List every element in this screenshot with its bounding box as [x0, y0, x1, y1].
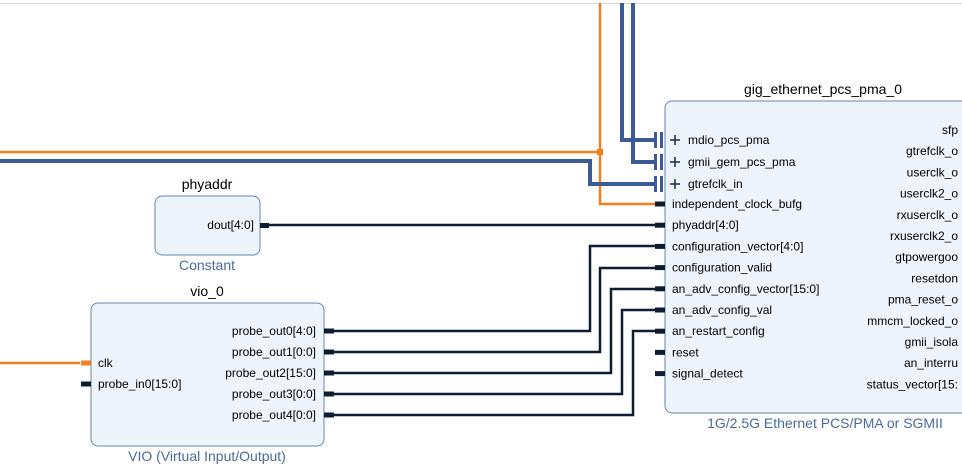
vio-title: vio_0 [190, 283, 224, 299]
gig-out-port-an-interru[interactable]: an_interru [904, 356, 958, 370]
signal-wires [265, 223, 660, 417]
gig-out-port-rxuserclk2-o[interactable]: rxuserclk2_o [890, 229, 958, 243]
gig-port-label-gtrefclk-o: gtrefclk_o [906, 144, 958, 158]
gig-out-port-rxuserclk-o[interactable]: rxuserclk_o [897, 208, 959, 222]
gig-port-label-configuration-valid: configuration_valid [672, 261, 772, 275]
gig-port-label-userclk-o: userclk_o [907, 165, 959, 179]
gig-out-port-sfp[interactable]: sfp [942, 123, 958, 137]
gig-title: gig_ethernet_pcs_pma_0 [744, 81, 902, 97]
gig-out-port-status-vector-15[interactable]: status_vector[15: [867, 377, 958, 391]
vio-port-label-probe-out1-0-0: probe_out1[0:0] [232, 345, 316, 359]
vio-port-label-probe-out0-4-0: probe_out0[4:0] [232, 324, 316, 338]
gig-port-label-rxuserclk-o: rxuserclk_o [897, 208, 959, 222]
vio-port-label-probe-out4-0-0: probe_out4[0:0] [232, 408, 316, 422]
phyaddr-block[interactable]: phyaddr Constant dout[4:0] [154, 176, 269, 273]
bus-gtrefclk-in[interactable] [0, 159, 656, 186]
vio-out-port-probe-out1-0-0[interactable]: probe_out1[0:0] [232, 345, 334, 359]
gig-port-label-reset: reset [672, 345, 699, 359]
gig-out-port-gtrefclk-o[interactable]: gtrefclk_o [906, 144, 958, 158]
bus-mdio-pcs-pma[interactable] [620, 3, 656, 142]
gig-port-label-mdio-pcs-pma: mdio_pcs_pma [688, 133, 770, 147]
bus-gmii-gem-pcs-pma[interactable] [631, 3, 656, 164]
gig-in-port-phyaddr-4-0[interactable]: phyaddr[4:0] [655, 218, 739, 232]
gig-port-label-sfp: sfp [942, 123, 958, 137]
gig-port-label-an-adv-config-val: an_adv_config_val [672, 303, 772, 317]
phyaddr-subtitle: Constant [179, 257, 235, 273]
wire-probe-out2[interactable] [330, 287, 660, 375]
gig-bus-port-gtrefclk-in[interactable]: gtrefclk_in [654, 176, 743, 192]
gig-port-label-gtpowergoo: gtpowergoo [895, 250, 958, 264]
gig-port-label-signal-detect: signal_detect [672, 367, 743, 381]
wire-probe-out4[interactable] [330, 329, 660, 417]
gig-port-label-an-adv-config-vector-15-0: an_adv_config_vector[15:0] [672, 282, 819, 296]
gig-port-label-gmii-gem-pcs-pma: gmii_gem_pcs_pma [688, 155, 796, 169]
gig-in-port-configuration-vector-4-0[interactable]: configuration_vector[4:0] [655, 239, 803, 253]
gig-port-label-pma-reset-o: pma_reset_o [888, 293, 958, 307]
gig-out-port-gtpowergoo[interactable]: gtpowergoo [895, 250, 958, 264]
gig-port-label-userclk2-o: userclk2_o [900, 187, 958, 201]
gig-in-port-an-adv-config-vector-15-0[interactable]: an_adv_config_vector[15:0] [655, 282, 819, 296]
gig-port-label-an-interru: an_interru [904, 356, 958, 370]
vio-out-port-probe-out0-4-0[interactable]: probe_out0[4:0] [232, 324, 334, 338]
gig-port-label-rxuserclk2-o: rxuserclk2_o [890, 229, 958, 243]
gig-subtitle: 1G/2.5G Ethernet PCS/PMA or SGMII [707, 415, 943, 431]
gig-in-port-independent-clock-bufg[interactable]: independent_clock_bufg [655, 197, 802, 211]
gig-bus-port-gmii-gem-pcs-pma[interactable]: gmii_gem_pcs_pma [654, 154, 796, 170]
gig-out-port-gmii-isola[interactable]: gmii_isola [905, 335, 959, 349]
wire-probe-out3[interactable] [330, 308, 660, 396]
gig-out-port-userclk-o[interactable]: userclk_o [907, 165, 959, 179]
vio-port-label-probe-out3-0-0: probe_out3[0:0] [232, 387, 316, 401]
gig-in-port-an-adv-config-val[interactable]: an_adv_config_val [655, 303, 772, 317]
gig-out-port-resetdon[interactable]: resetdon [911, 271, 958, 285]
gig-port-label-configuration-vector-4-0: configuration_vector[4:0] [672, 239, 803, 253]
vio-port-label-probe-in0-15-0: probe_in0[15:0] [98, 377, 181, 391]
bus-wires [0, 3, 656, 186]
vio-out-port-probe-out2-15-0[interactable]: probe_out2[15:0] [225, 366, 334, 380]
gig-port-label-gmii-isola: gmii_isola [905, 335, 959, 349]
gig-port-label-status-vector-15: status_vector[15: [867, 377, 958, 391]
gig-in-port-reset[interactable]: reset [655, 345, 699, 359]
gig-out-port-pma-reset-o[interactable]: pma_reset_o [888, 293, 958, 307]
gig-in-port-an-restart-config[interactable]: an_restart_config [655, 324, 765, 338]
phyaddr-title: phyaddr [182, 176, 233, 192]
vio-out-port-probe-out4-0-0[interactable]: probe_out4[0:0] [232, 408, 334, 422]
phyaddr-port-dout: dout[4:0] [207, 218, 254, 232]
gig-bus-port-mdio-pcs-pma[interactable]: mdio_pcs_pma [654, 132, 770, 148]
gig-port-label-an-restart-config: an_restart_config [672, 324, 765, 338]
wire-probe-out1[interactable] [330, 266, 660, 354]
gig-body[interactable] [664, 100, 962, 414]
vio-block[interactable]: vio_0 VIO (Virtual Input/Output) clk prob… [81, 283, 334, 464]
gig-port-label-mmcm-locked-o: mmcm_locked_o [867, 314, 958, 328]
gig-in-port-configuration-valid[interactable]: configuration_valid [655, 261, 772, 275]
wire-independent-clock[interactable] [598, 3, 660, 206]
phyaddr-port-pin[interactable] [260, 223, 269, 228]
gig-port-label-gtrefclk-in: gtrefclk_in [688, 177, 743, 191]
vio-in-port-probe-in0-15-0[interactable]: probe_in0[15:0] [81, 377, 181, 391]
vio-subtitle: VIO (Virtual Input/Output) [128, 448, 286, 464]
gig-in-port-signal-detect[interactable]: signal_detect [655, 367, 743, 381]
gig-port-label-phyaddr-4-0: phyaddr[4:0] [672, 218, 739, 232]
vio-port-label-probe-out2-15-0: probe_out2[15:0] [225, 366, 316, 380]
gig-port-label-independent-clock-bufg: independent_clock_bufg [672, 197, 802, 211]
vio-in-port-clk[interactable]: clk [81, 356, 114, 370]
wire-probe-out0[interactable] [330, 244, 660, 333]
gig-out-port-userclk2-o[interactable]: userclk2_o [900, 187, 958, 201]
vio-port-label-clk: clk [98, 356, 114, 370]
gig-out-port-mmcm-locked-o[interactable]: mmcm_locked_o [867, 314, 958, 328]
gig-port-label-resetdon: resetdon [911, 271, 958, 285]
wire-junction [597, 149, 603, 155]
gig-ethernet-block[interactable]: gig_ethernet_pcs_pma_0 1G/2.5G Ethernet … [654, 81, 962, 431]
vio-out-port-probe-out3-0-0[interactable]: probe_out3[0:0] [232, 387, 334, 401]
